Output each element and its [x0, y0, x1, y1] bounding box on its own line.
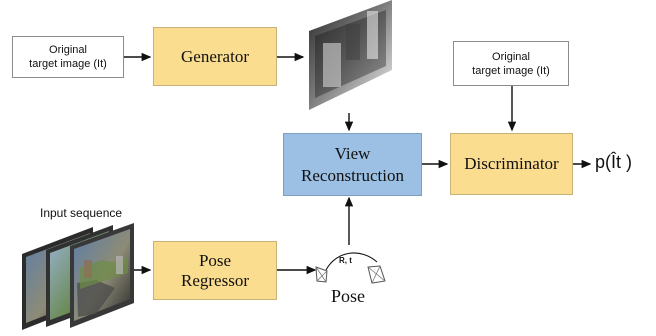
original-target-image-box-left: Original target image (It) — [12, 36, 124, 78]
original-target-image-line2-right: target image (It) — [472, 64, 550, 77]
generator-box: Generator — [153, 27, 277, 86]
input-sequence-images — [22, 223, 134, 330]
pose-regressor-line1: Pose — [198, 250, 232, 270]
original-target-image-line1-left: Original — [49, 44, 87, 56]
pose-regressor-line2: Regressor — [181, 270, 249, 290]
pose-icon — [315, 252, 386, 284]
generator-label: Generator — [181, 46, 249, 66]
pose-params-label: R, t — [339, 256, 352, 265]
original-target-image-box-right: Original target image (It) — [453, 41, 569, 86]
pose-label: Pose — [331, 286, 366, 306]
output-probability-label: p(Ît ) — [595, 152, 633, 172]
pose-regressor-box: Pose Regressor — [153, 241, 277, 300]
original-target-image-line1-right: Original — [492, 50, 530, 63]
view-reconstruction-line2: Reconstruction — [301, 165, 404, 185]
depth-map-image — [309, 0, 392, 110]
view-reconstruction-box: View Reconstruction — [283, 133, 422, 196]
view-reconstruction-line1: View — [334, 143, 371, 163]
input-sequence-label: Input sequence — [40, 206, 123, 220]
discriminator-box: Discriminator — [450, 133, 573, 195]
original-target-image-line2-left: target image (It) — [29, 58, 107, 70]
discriminator-label: Discriminator — [464, 154, 559, 173]
